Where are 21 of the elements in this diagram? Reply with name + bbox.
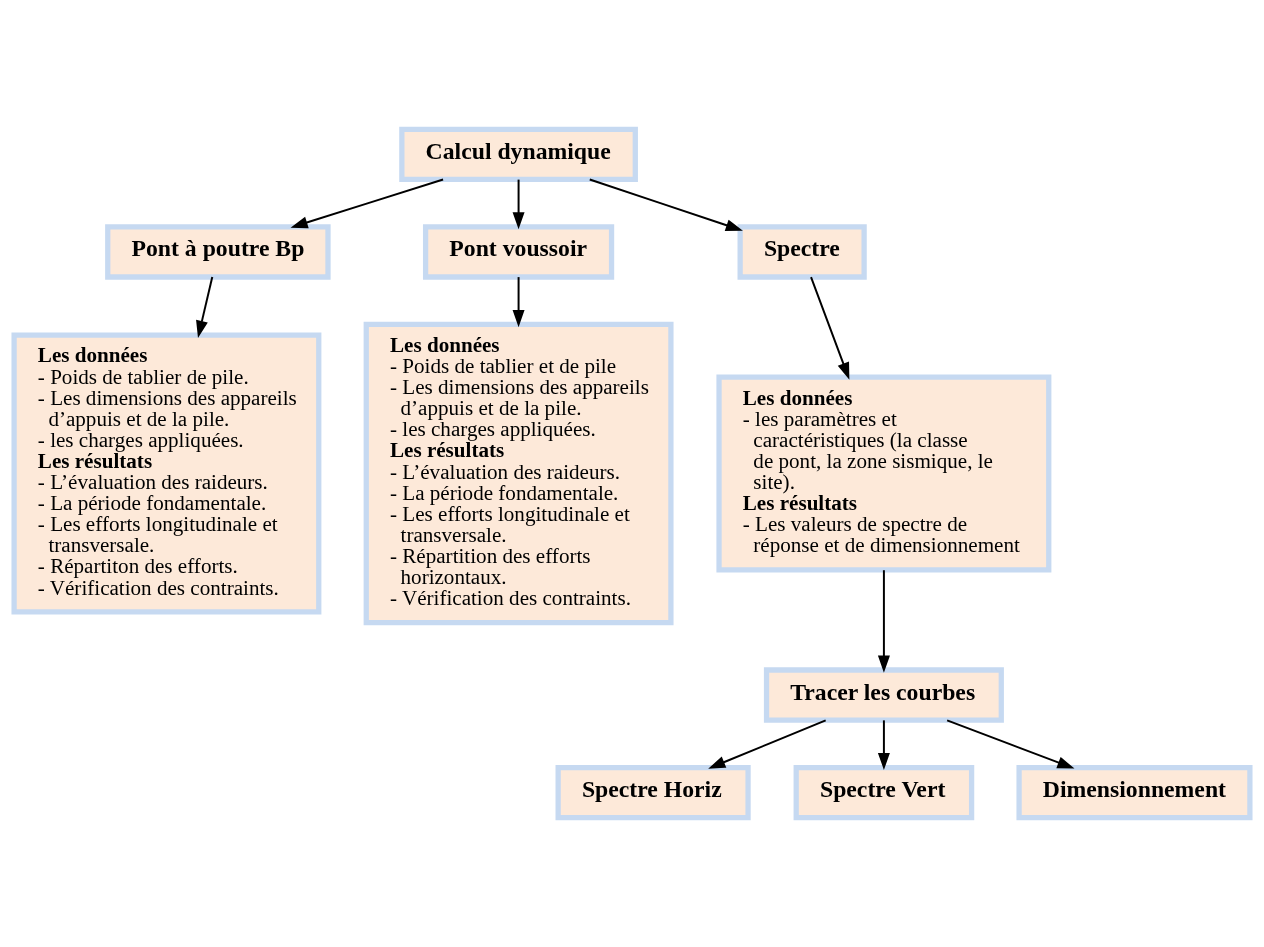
arrow bbox=[512, 178, 525, 230]
arrow bbox=[877, 569, 890, 673]
arrow bbox=[512, 276, 525, 328]
node-box: Les données - Poids de tablier de pile. - Les dimensions des appareils d’appuis et de la pile. - les charges appliquées. Les résultats - L’évaluation des raideurs. - La période fondamentale. - Les efforts longitudinale et transversale. - Répartiton des efforts. - Vérification des contraints. bbox=[11, 332, 322, 615]
node-box: Pont voussoir bbox=[422, 224, 615, 280]
node-box: Spectre Vert bbox=[793, 764, 975, 821]
arrow bbox=[196, 276, 214, 338]
node-box: Pont à poutre Bp bbox=[105, 224, 331, 280]
node-box: Spectre Horiz bbox=[555, 764, 751, 821]
arrow bbox=[290, 178, 445, 229]
arrow bbox=[877, 719, 890, 771]
arrow bbox=[946, 719, 1075, 769]
node-box: Calcul dynamique bbox=[399, 126, 638, 183]
arrow bbox=[810, 276, 850, 380]
arrow bbox=[708, 719, 827, 769]
node-box: Les données - les paramètres et caractéristiques (la classe de pont, la zone sismique, le site). Les résultats - Les valeurs de spectre de réponse et de dimensionnement bbox=[716, 374, 1052, 573]
node-box: Tracer les courbes bbox=[763, 667, 1004, 723]
arrow bbox=[588, 178, 743, 232]
node-box: Spectre bbox=[737, 224, 867, 280]
node-box: Les données - Poids de tablier et de pile - Les dimensions des appareils d’appuis et de la pile. - les charges appliquées. Les résultats - L’évaluation des raideurs. - La période fondamentale. - Les efforts longitudinale et transversale. - Répartition des efforts horizontaux. - Vérification des contraints. bbox=[363, 321, 674, 626]
node-box: Dimensionnement bbox=[1016, 764, 1253, 821]
